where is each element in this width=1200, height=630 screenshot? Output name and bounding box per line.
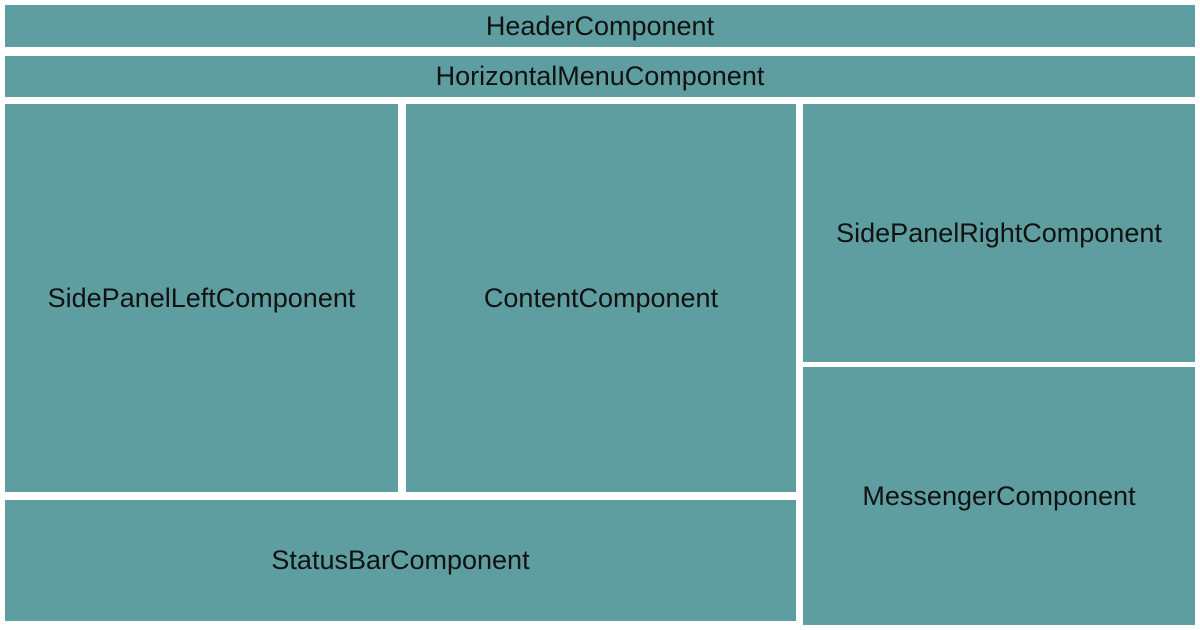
side-panel-right-component-block: SidePanelRightComponent bbox=[803, 104, 1195, 362]
horizontal-menu-component-block: HorizontalMenuComponent bbox=[5, 56, 1195, 97]
messenger-component-label: MessengerComponent bbox=[862, 480, 1136, 511]
content-component-block: ContentComponent bbox=[406, 104, 796, 492]
side-panel-right-component-label: SidePanelRightComponent bbox=[836, 217, 1162, 248]
header-component-label: HeaderComponent bbox=[485, 10, 715, 41]
side-panel-left-component-block: SidePanelLeftComponent bbox=[5, 104, 398, 492]
content-component-label: ContentComponent bbox=[483, 282, 719, 313]
status-bar-component-label: StatusBarComponent bbox=[271, 545, 530, 575]
horizontal-menu-component-label: HorizontalMenuComponent bbox=[435, 61, 765, 91]
side-panel-left-component-label: SidePanelLeftComponent bbox=[47, 282, 356, 313]
status-bar-component-block: StatusBarComponent bbox=[5, 500, 796, 621]
messenger-component-block: MessengerComponent bbox=[803, 367, 1195, 625]
header-component-block: HeaderComponent bbox=[5, 5, 1195, 47]
